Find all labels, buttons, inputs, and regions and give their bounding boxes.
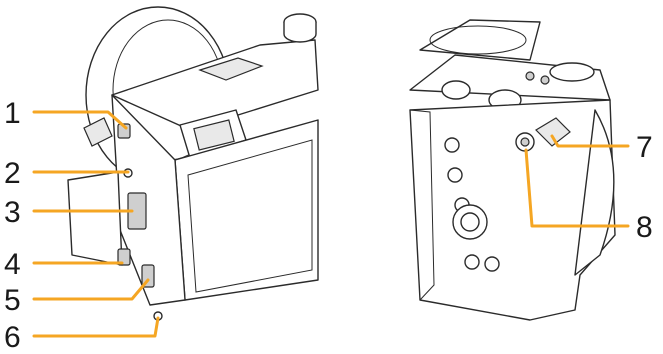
camera-left-side-view bbox=[68, 7, 318, 320]
callout-5: 5 bbox=[4, 284, 21, 317]
leader-5 bbox=[34, 280, 148, 299]
camera-right-rear-view bbox=[410, 20, 615, 320]
callout-6: 6 bbox=[4, 321, 21, 354]
callout-8: 8 bbox=[636, 211, 653, 244]
callout-3: 3 bbox=[4, 196, 21, 229]
callout-7: 7 bbox=[636, 131, 653, 164]
callout-1: 1 bbox=[4, 97, 21, 130]
callout-4: 4 bbox=[4, 248, 21, 281]
callout-2: 2 bbox=[4, 157, 21, 190]
leader-6 bbox=[34, 318, 158, 336]
